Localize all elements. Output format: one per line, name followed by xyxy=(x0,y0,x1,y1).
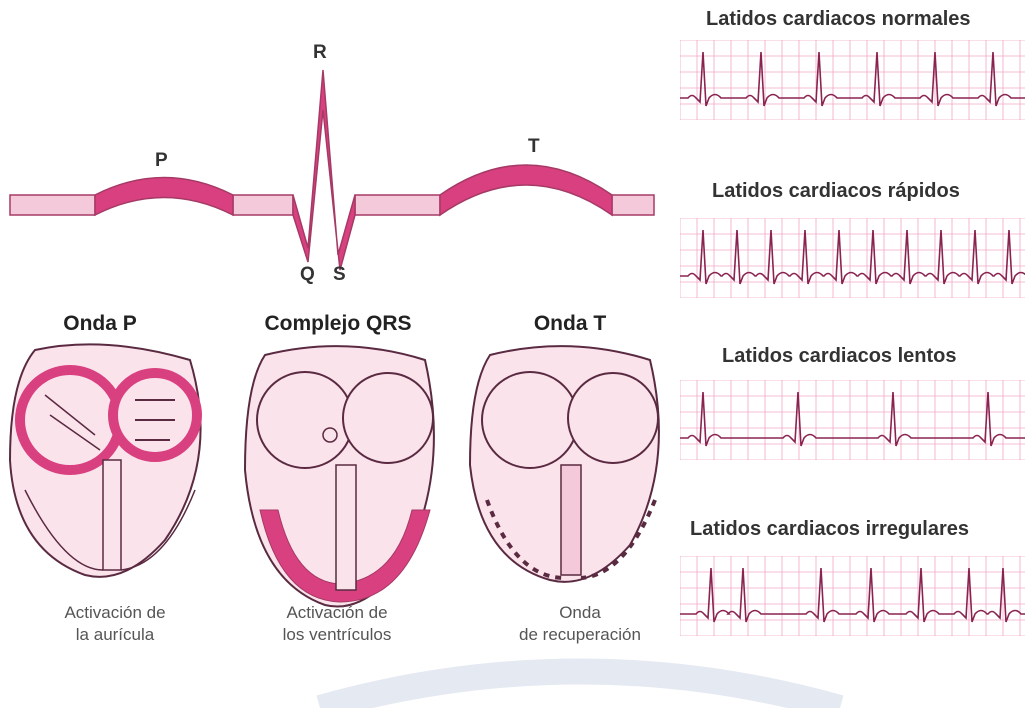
heart-atrial-activation xyxy=(5,340,215,590)
watermark-seal xyxy=(300,655,860,708)
t-wave xyxy=(440,165,612,215)
strip-title-irregular: Latidos cardiacos irregulares xyxy=(690,518,969,541)
ecg-strip-irregular xyxy=(680,556,1025,636)
phase-title-p: Onda P xyxy=(0,312,210,336)
ecg-grid xyxy=(680,556,1025,636)
phase-caption-t: Onda de recuperación xyxy=(475,602,685,646)
q-wave-label: Q xyxy=(300,264,315,286)
s-wave-label: S xyxy=(333,264,346,286)
ecg-strip-slow xyxy=(680,380,1025,460)
strip-title-fast: Latidos cardiacos rápidos xyxy=(712,180,960,203)
ecg-trace xyxy=(680,52,1025,106)
baseline-segment xyxy=(355,195,440,215)
baseline-segment xyxy=(233,195,293,215)
ecg-grid xyxy=(680,40,1025,120)
septum xyxy=(561,465,581,575)
phase-caption-line: Onda xyxy=(475,602,685,624)
strip-title-slow: Latidos cardiacos lentos xyxy=(722,345,957,368)
phase-caption-line: la aurícula xyxy=(10,624,220,646)
phase-title-qrs: Complejo QRS xyxy=(228,312,448,336)
p-wave-label: P xyxy=(155,150,168,172)
heart-ventricular-activation xyxy=(240,340,450,615)
septum xyxy=(336,465,356,590)
ecg-grid xyxy=(680,380,1025,460)
ecg-trace xyxy=(680,568,1025,622)
septum xyxy=(103,460,121,570)
right-atrium xyxy=(113,373,197,457)
ecg-waveform-diagram xyxy=(0,0,670,300)
r-wave-label: R xyxy=(313,42,327,64)
phase-caption-line: Activación de xyxy=(10,602,220,624)
phase-title-t: Onda T xyxy=(460,312,680,336)
phase-caption-line: de recuperación xyxy=(475,624,685,646)
right-atrium xyxy=(568,373,658,463)
ecg-strip-fast xyxy=(680,218,1025,298)
ecg-trace xyxy=(680,230,1025,284)
qrs-complex xyxy=(293,70,355,270)
left-atrium xyxy=(20,370,120,470)
left-atrium xyxy=(257,372,353,468)
right-atrium xyxy=(343,373,433,463)
phase-caption-p: Activación de la aurícula xyxy=(10,602,220,646)
phase-caption-line: los ventrículos xyxy=(232,624,442,646)
p-wave xyxy=(95,178,233,216)
strip-title-normal: Latidos cardiacos normales xyxy=(706,8,971,31)
left-atrium xyxy=(482,372,578,468)
baseline-segment xyxy=(10,195,95,215)
phase-caption-line: Activación de xyxy=(232,602,442,624)
ecg-trace xyxy=(680,392,1025,446)
phase-caption-qrs: Activación de los ventrículos xyxy=(232,602,442,646)
ecg-strip-normal xyxy=(680,40,1025,120)
baseline-segment xyxy=(612,195,654,215)
heart-recovery xyxy=(465,340,675,590)
t-wave-label: T xyxy=(528,136,540,158)
